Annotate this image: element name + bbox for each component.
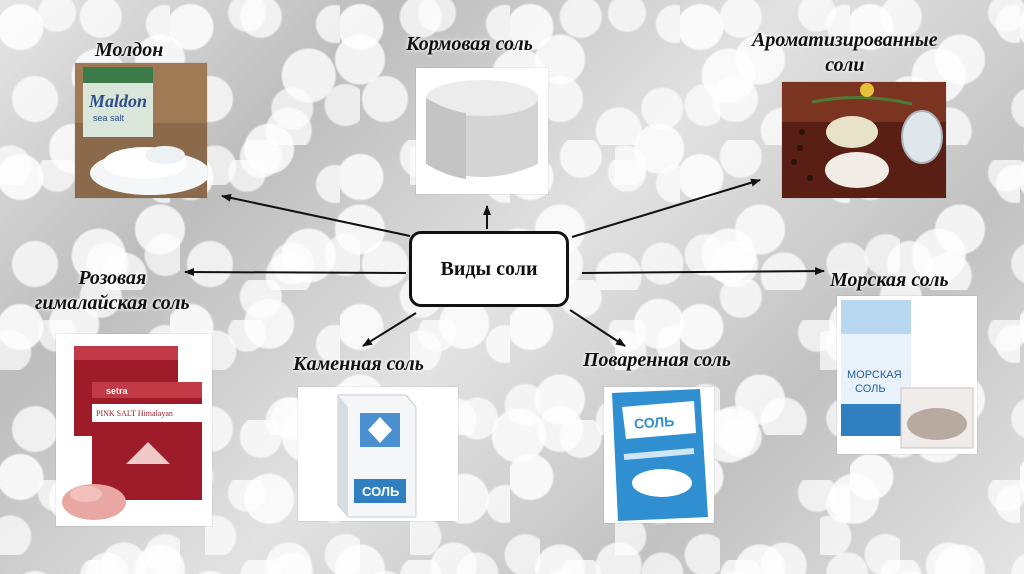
image-pink-himalayan-salt: setra PINK SALT Himalayan (56, 334, 212, 526)
label-feed-salt: Кормовая соль (406, 32, 533, 57)
arrow-to-table-salt (570, 310, 625, 346)
image-table-salt: СОЛЬ (604, 387, 714, 523)
sea-salt-pack-illustration: МОРСКАЯ СОЛЬ (837, 296, 977, 454)
sea-pack-text-1: МОРСКАЯ (847, 369, 902, 381)
label-pink-himalayan-salt: Розовая гималайская соль (35, 266, 190, 316)
rock-salt-pack-illustration: СОЛЬ (298, 387, 458, 521)
image-maldon-salt: Maldon sea salt (75, 63, 207, 198)
pink-salt-boxes-illustration: setra PINK SALT Himalayan (56, 334, 212, 526)
arrow-to-flavored-salt (572, 180, 760, 237)
maldon-illustration: Maldon sea salt (75, 63, 207, 198)
label-sea-salt: Морская соль (830, 268, 949, 293)
label-rock-salt: Каменная соль (293, 352, 424, 377)
label-table-salt: Поваренная соль (583, 348, 731, 373)
arrow-to-rock-salt (363, 313, 416, 346)
arrow-to-maldon (222, 196, 410, 236)
center-node-label: Виды соли (441, 258, 538, 281)
rock-pack-text: СОЛЬ (362, 484, 399, 499)
label-maldon: Молдон (95, 38, 163, 63)
image-rock-salt: СОЛЬ (298, 387, 458, 521)
setra-brand-text: setra (106, 386, 129, 396)
table-salt-bag-illustration: СОЛЬ (604, 387, 714, 523)
table-pack-text: СОЛЬ (634, 413, 675, 432)
feed-salt-block-illustration (416, 68, 548, 194)
sea-pack-text-2: СОЛЬ (855, 383, 886, 395)
image-sea-salt: МОРСКАЯ СОЛЬ (837, 296, 977, 454)
maldon-sub-text: sea salt (93, 113, 125, 123)
center-node-salt-types: Виды соли (409, 231, 569, 307)
flavored-salts-illustration (782, 82, 946, 198)
pink-salt-pack-text: PINK SALT Himalayan (96, 409, 173, 418)
image-feed-salt (416, 68, 548, 194)
label-flavored-salts: Ароматизированные соли (752, 28, 938, 78)
image-flavored-salts (782, 82, 946, 198)
arrow-to-pink-salt (185, 272, 406, 273)
maldon-brand-text: Maldon (88, 91, 147, 111)
arrow-to-sea-salt (582, 271, 824, 273)
